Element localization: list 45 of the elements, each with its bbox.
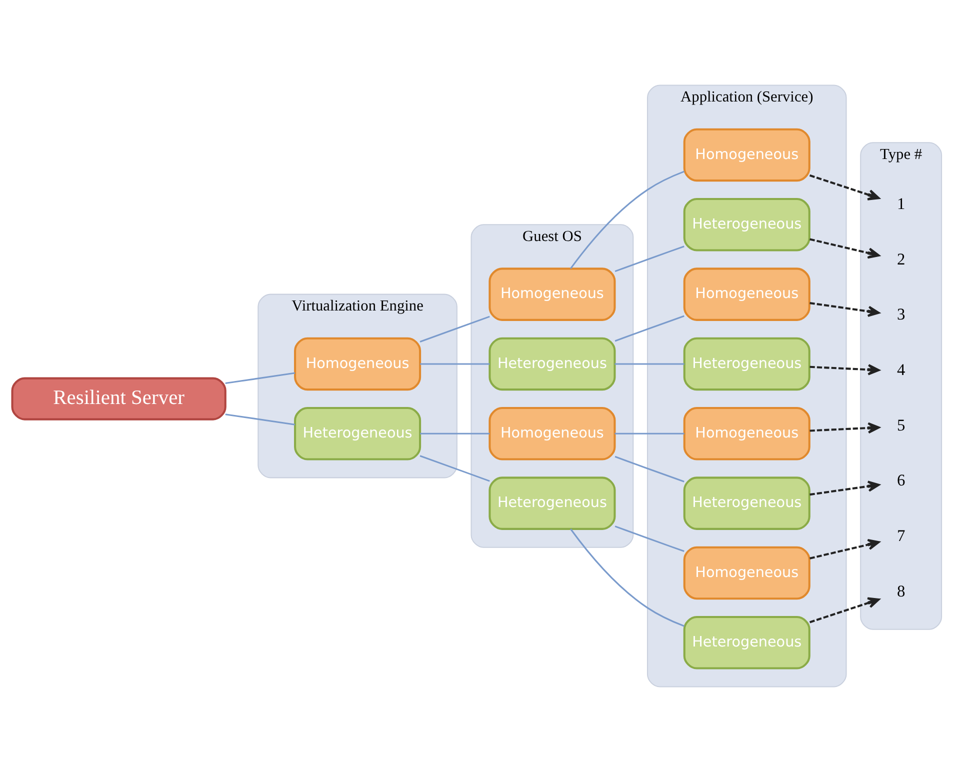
node-text: 6 [896,470,906,490]
arrow [809,596,880,623]
connector [420,315,490,342]
connector [614,314,684,342]
connector [614,455,684,482]
node-box: Heterogeneous [683,198,810,251]
connector [420,454,490,482]
node-box: Heterogeneous [294,406,422,460]
connector [570,170,685,269]
arrow [810,538,880,559]
node-text: 1 [896,194,906,213]
node-box: Heterogeneous [488,476,616,530]
arrow [810,302,880,316]
node-box: Heterogeneous [488,336,616,390]
node-box: Heterogeneous [683,476,810,530]
node-box: Homogeneous [683,546,810,600]
arrow [809,174,880,200]
node-box: Homogeneous [683,267,810,320]
connector [225,413,296,425]
connector [614,362,684,364]
node-text: 7 [896,526,906,545]
node-box: Homogeneous [294,336,422,390]
arrow [810,364,880,375]
node-text: 4 [896,360,906,379]
arrow [810,422,880,434]
node-box: Heterogeneous [683,616,810,669]
connector [420,432,490,434]
node-text: 5 [896,414,906,434]
node-text: 2 [896,248,906,268]
node-box: Homogeneous [488,267,616,320]
connector [614,432,684,434]
node-box: Homogeneous [488,406,616,460]
arrow [810,480,880,496]
node-box: Homogeneous [683,128,810,182]
node-box: Heterogeneous [683,336,810,390]
connector [614,525,684,552]
node-text: 8 [896,580,906,600]
connector [614,245,684,272]
connector [570,528,685,626]
node-text: 3 [896,304,906,324]
arrow [810,238,880,258]
node-box: Homogeneous [683,406,810,460]
connector [225,372,296,384]
connector [420,362,490,364]
node-box: Resilient Server [11,376,226,420]
